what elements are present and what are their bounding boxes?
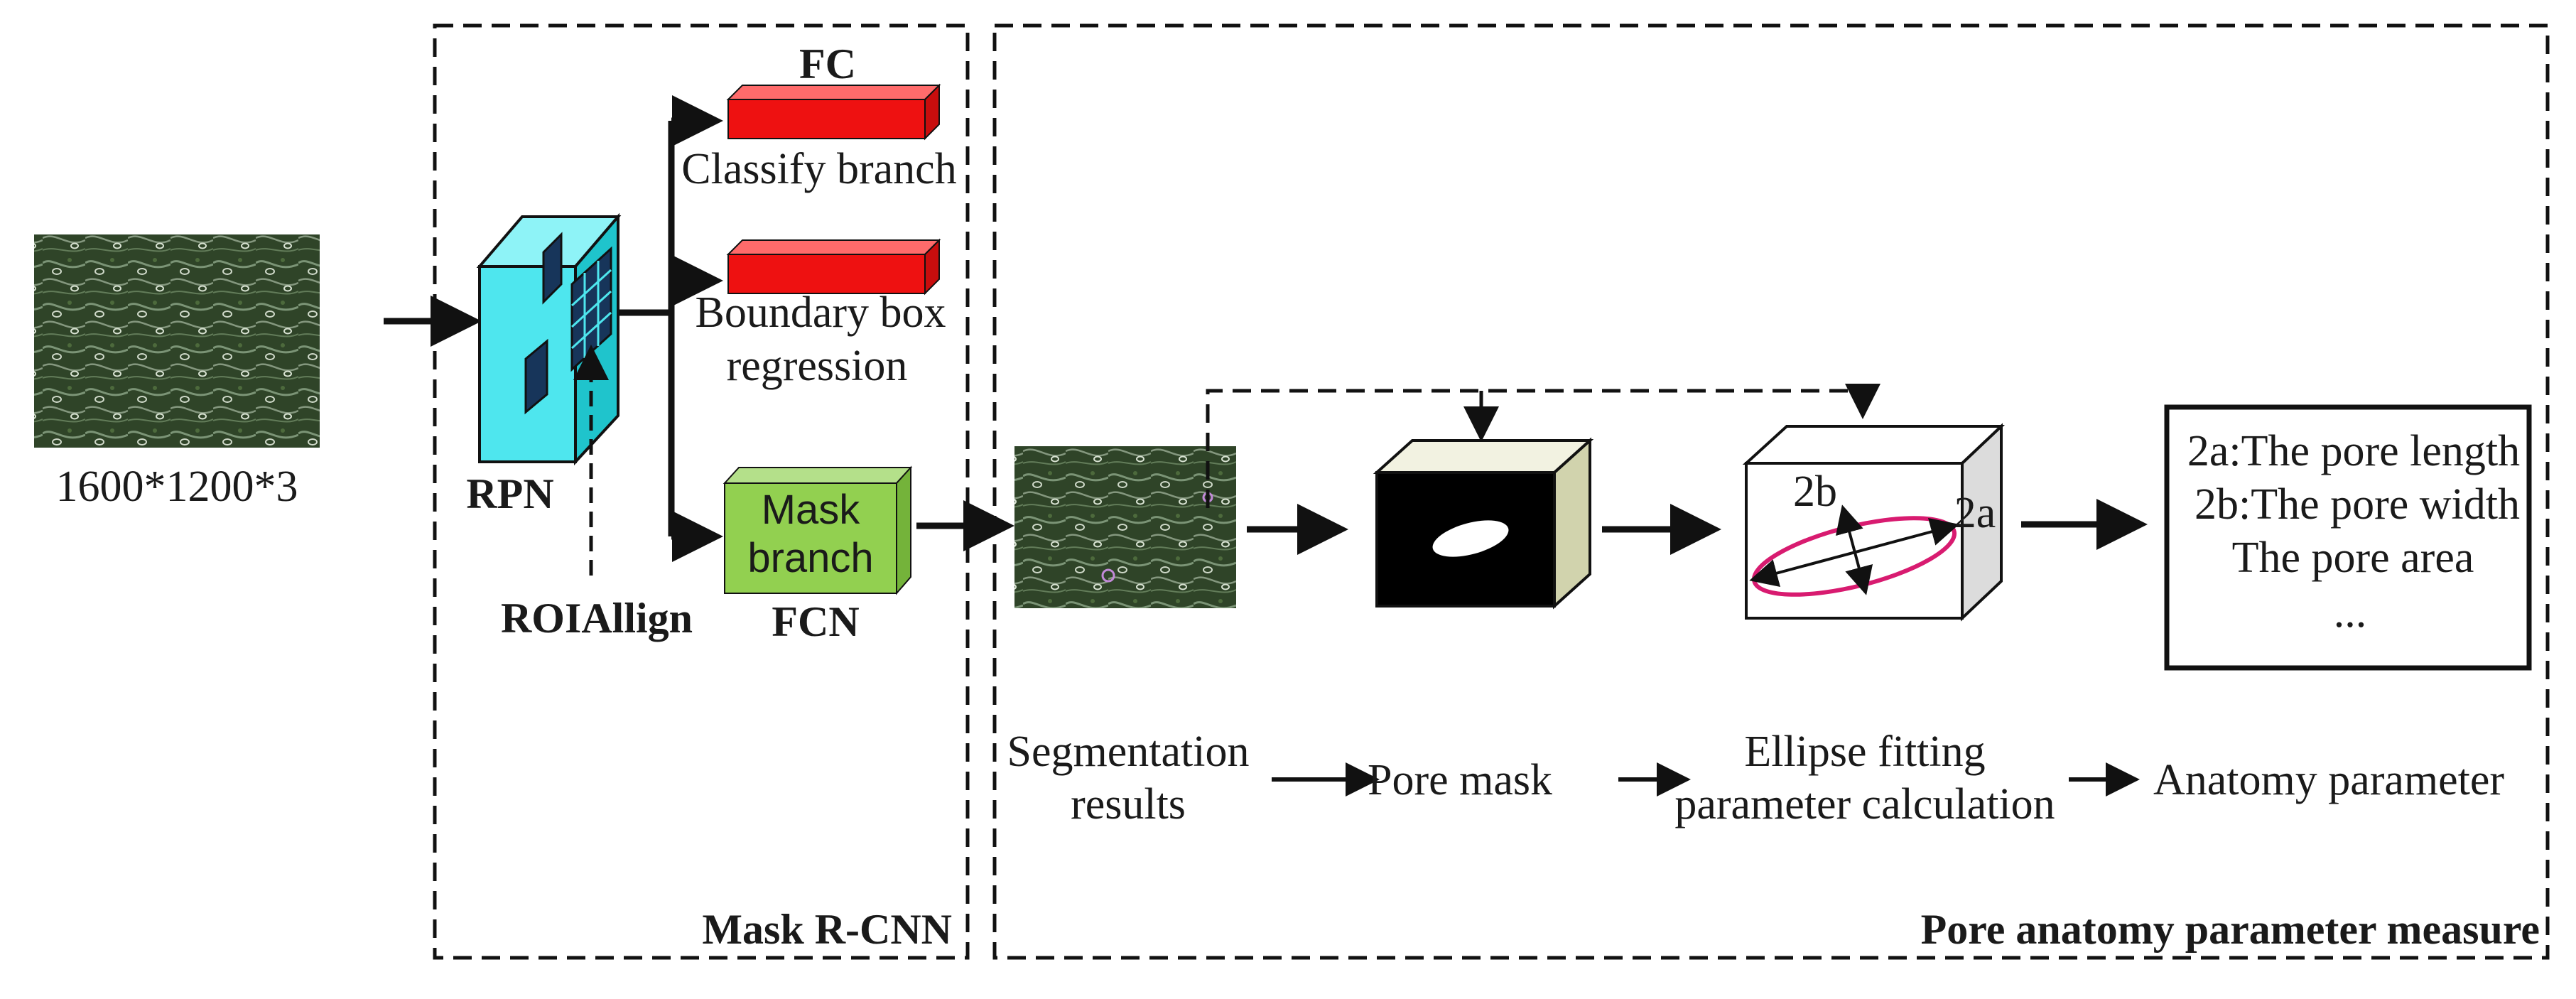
- fcn-label: FCN: [772, 598, 859, 645]
- ellipse-fit-block: [1742, 423, 2006, 622]
- step-ellipse-line1: Ellipse fitting: [1744, 728, 1985, 776]
- bbox-label-line1: Boundary box: [695, 288, 946, 337]
- param-line-1: 2a:The pore length: [2187, 427, 2520, 475]
- step-pore-mask: Pore mask: [1368, 756, 1552, 804]
- param-line-2: 2b:The pore width: [2195, 480, 2520, 529]
- mask-rcnn-title: Mask R-CNN: [702, 906, 952, 953]
- input-size-label: 1600*1200*3: [56, 463, 298, 511]
- roi-grid: [570, 246, 612, 372]
- mask-branch-block: [723, 465, 913, 595]
- fc-classify-block: [726, 83, 941, 141]
- params-box: [2164, 404, 2532, 671]
- param-line-4: ...: [2334, 588, 2367, 637]
- feedback-path: [1206, 384, 1880, 508]
- ellipse-2b-label: 2b: [1793, 468, 1837, 516]
- mask-branch-line1: Mask: [762, 487, 861, 533]
- mask-branch-line2: branch: [747, 535, 873, 581]
- fc-bbox-block: [726, 238, 941, 296]
- minor-axis-arrow: [1835, 504, 1873, 595]
- param-line-3: The pore area: [2232, 534, 2474, 582]
- step-anatomy: Anatomy parameter: [2153, 756, 2504, 804]
- step-ellipse-line2: parameter calculation: [1674, 780, 2055, 828]
- rpn-block: [476, 212, 622, 466]
- rpn-label: RPN: [466, 470, 553, 517]
- pore-measure-box: [992, 23, 2550, 960]
- roialign-label: ROIAllign: [501, 595, 693, 642]
- step-segmentation-line2: results: [1071, 780, 1186, 828]
- bbox-label-line2: regression: [727, 342, 908, 390]
- pore-measure-title: Pore anatomy parameter measure: [1921, 906, 2540, 953]
- segmentation-image: [1014, 446, 1236, 608]
- pore-mask-block: [1373, 437, 1594, 610]
- fc-label: FC: [799, 40, 856, 87]
- branch-connector: [618, 95, 723, 562]
- classify-branch-label: Classify branch: [681, 145, 956, 193]
- mask-rcnn-box: [433, 23, 970, 960]
- input-micrograph: [34, 234, 320, 448]
- step-segmentation-line1: Segmentation: [1007, 728, 1250, 776]
- ellipse-2a-label: 2a: [1954, 489, 1996, 537]
